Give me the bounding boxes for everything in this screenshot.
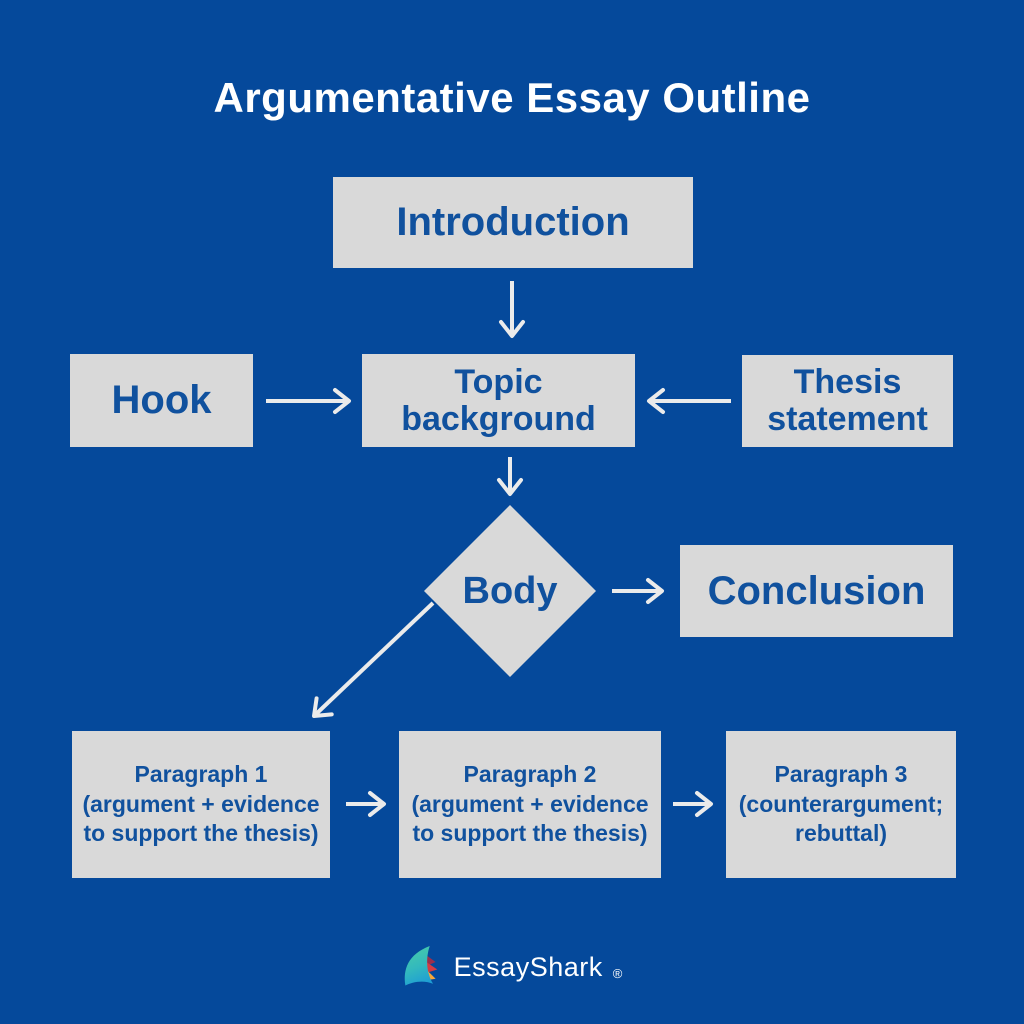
brand-name: EssayShark	[453, 951, 603, 982]
node-thesis-statement-line2: statement	[767, 400, 928, 438]
node-body-label: Body	[462, 569, 558, 612]
node-paragraph-1-line3: to support the thesis)	[83, 820, 319, 847]
shark-fin-icon	[404, 946, 437, 986]
node-introduction: Introduction	[333, 177, 693, 268]
node-topic-background-line1: Topic	[454, 362, 543, 401]
node-thesis-statement-line1: Thesis	[793, 363, 902, 402]
node-paragraph-1-line1: Paragraph 1	[134, 760, 268, 787]
node-thesis-statement: Thesis statement	[742, 355, 953, 447]
node-paragraph-1-line2: (argument + evidence	[82, 790, 320, 817]
node-conclusion: Conclusion	[680, 545, 953, 637]
node-topic-background: Topic background	[362, 354, 635, 447]
node-topic-background-line2: background	[401, 399, 596, 438]
node-paragraph-2-line1: Paragraph 2	[463, 760, 597, 787]
node-paragraph-3-line3: rebuttal)	[795, 820, 887, 847]
registered-trademark: ®	[612, 965, 623, 981]
node-paragraph-1: Paragraph 1 (argument + evidence to supp…	[72, 731, 330, 878]
node-paragraph-2-line2: (argument + evidence	[411, 790, 649, 817]
node-paragraph-2-line3: to support the thesis)	[412, 820, 648, 847]
page-title: Argumentative Essay Outline	[213, 74, 811, 121]
node-introduction-label: Introduction	[396, 200, 630, 244]
node-paragraph-2: Paragraph 2 (argument + evidence to supp…	[399, 731, 661, 878]
arrow-body-to-paragraph-1	[312, 601, 435, 718]
node-hook-label: Hook	[111, 378, 212, 422]
brand-footer: EssayShark ®	[0, 942, 1024, 992]
node-conclusion-label: Conclusion	[707, 568, 926, 613]
node-hook: Hook	[70, 354, 253, 447]
node-paragraph-3-line1: Paragraph 3	[774, 760, 908, 787]
node-paragraph-3: Paragraph 3 (counterargument; rebuttal)	[726, 731, 956, 878]
node-body-diamond-shape	[424, 505, 596, 677]
node-paragraph-3-line2: (counterargument;	[738, 790, 944, 817]
